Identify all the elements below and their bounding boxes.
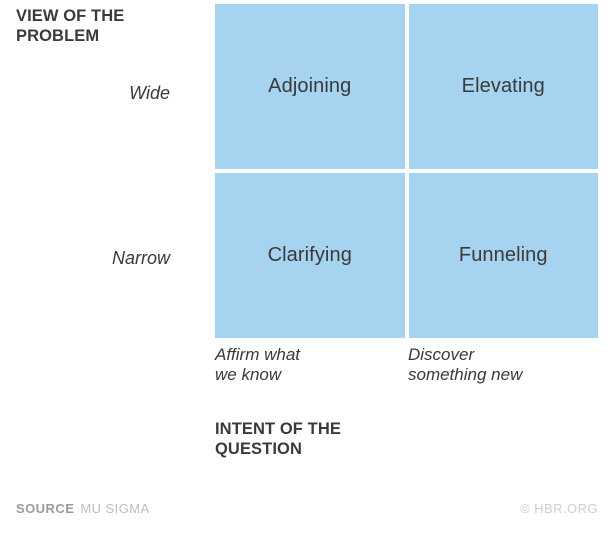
source-line: SOURCE MU SIGMA [16,501,150,516]
matrix-cell-clarifying: Clarifying [215,173,405,338]
source-label: SOURCE [16,501,75,516]
y-axis-title: VIEW OF THE PROBLEM [16,7,125,45]
column-labels: Affirm what we know Discover something n… [215,345,610,397]
x-axis-title: INTENT OF THE QUESTION [215,420,341,458]
matrix-cell-elevating: Elevating [408,4,598,169]
col-label-discover-something-new: Discover something new [408,345,523,385]
row-label-narrow: Narrow [111,248,170,268]
source-value: MU SIGMA [80,501,150,516]
chart-footer: SOURCE MU SIGMA © HBR.ORG [0,488,610,539]
matrix-grid: Adjoining Elevating Clarifying Funneling [215,4,598,338]
row-label-wide: Wide [129,83,170,103]
col-label-affirm-what-we-know: Affirm what we know [215,345,301,385]
matrix-cell-adjoining: Adjoining [215,4,405,169]
matrix-cell-funneling: Funneling [408,173,598,338]
copyright-credit: © HBR.ORG [520,501,598,516]
